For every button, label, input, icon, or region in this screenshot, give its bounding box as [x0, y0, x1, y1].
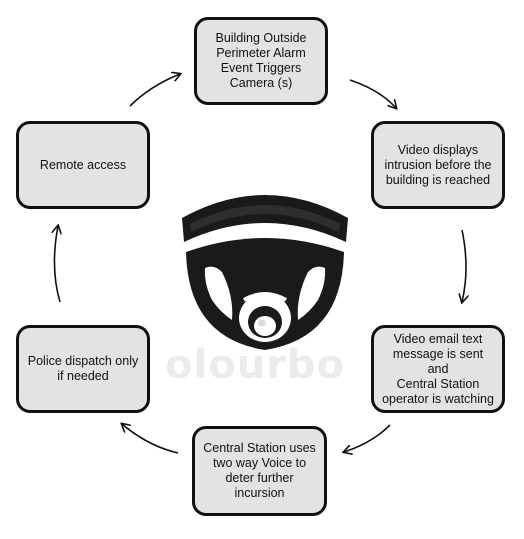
step-box-video-displays: Video displays intrusion before the buil… [371, 121, 505, 209]
arrow-3-to-4 [344, 424, 391, 452]
arrow-5-to-6 [54, 226, 60, 303]
watermark: olourbo [165, 342, 345, 388]
arrow-6-to-1 [129, 74, 180, 107]
step-text: Central Station uses two way Voice to de… [203, 441, 316, 500]
step-box-remote-access: Remote access [16, 121, 150, 209]
arrow-2-to-3 [462, 229, 466, 302]
step-text: Building Outside Perimeter Alarm Event T… [215, 31, 307, 90]
step-box-alarm-trigger: Building Outside Perimeter Alarm Event T… [194, 17, 328, 105]
step-text: Remote access [39, 157, 127, 172]
step-text: Video displays intrusion before the buil… [384, 142, 492, 187]
step-text: Video email text message is sent and Cen… [382, 331, 494, 406]
step-box-two-way-voice: Central Station uses two way Voice to de… [192, 426, 327, 516]
arrow-4-to-5 [122, 424, 179, 454]
step-box-police-dispatch: Police dispatch only if needed [16, 325, 150, 413]
step-box-email-notification: Video email text message is sent and Cen… [371, 325, 505, 413]
dome-security-camera-icon [182, 195, 348, 350]
step-text: Police dispatch only if needed [27, 354, 139, 383]
arrow-1-to-2 [349, 79, 396, 108]
